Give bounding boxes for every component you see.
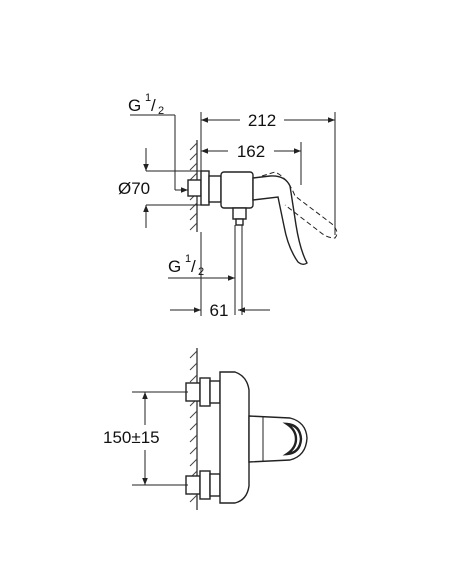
wall-connection-nut — [187, 179, 202, 197]
thread-top-sub: 2 — [158, 105, 164, 117]
bottom-eccentric — [209, 473, 221, 497]
lever-tip-logo — [282, 422, 303, 456]
eccentric-connector — [208, 175, 222, 203]
outlet-nut — [232, 207, 247, 220]
thread-top-sup: 1 — [145, 92, 151, 104]
thread-top-slash: / — [151, 96, 156, 115]
bottom-rosette — [199, 470, 211, 500]
top-eccentric — [209, 380, 221, 404]
thread-bottom-sup: 1 — [185, 253, 191, 265]
mixer-body-front — [219, 371, 250, 504]
top-rosette — [199, 377, 211, 407]
side-view: G 1 / 2 212 162 Ø70 G 1 / 2 61 — [118, 92, 338, 320]
front-view: 150±15 — [103, 348, 308, 510]
dim-centers-label: 150±15 — [103, 428, 160, 447]
lever-open-position — [261, 171, 338, 239]
bottom-connection-nut — [185, 475, 201, 495]
lever-handle — [252, 175, 308, 265]
mixer-body — [220, 171, 254, 209]
thread-top-prefix: G — [128, 96, 141, 115]
thread-bottom-sub: 2 — [198, 266, 204, 278]
dim-rosette-label: Ø70 — [118, 179, 150, 198]
top-connection-nut — [185, 382, 201, 402]
outlet-stub — [235, 218, 244, 226]
rosette — [200, 170, 210, 206]
dim-61-label: 61 — [210, 301, 229, 320]
thread-bottom-prefix: G — [168, 257, 181, 276]
dim-212-label: 212 — [248, 111, 276, 130]
dim-162-label: 162 — [237, 142, 265, 161]
thread-bottom-slash: / — [191, 257, 196, 276]
